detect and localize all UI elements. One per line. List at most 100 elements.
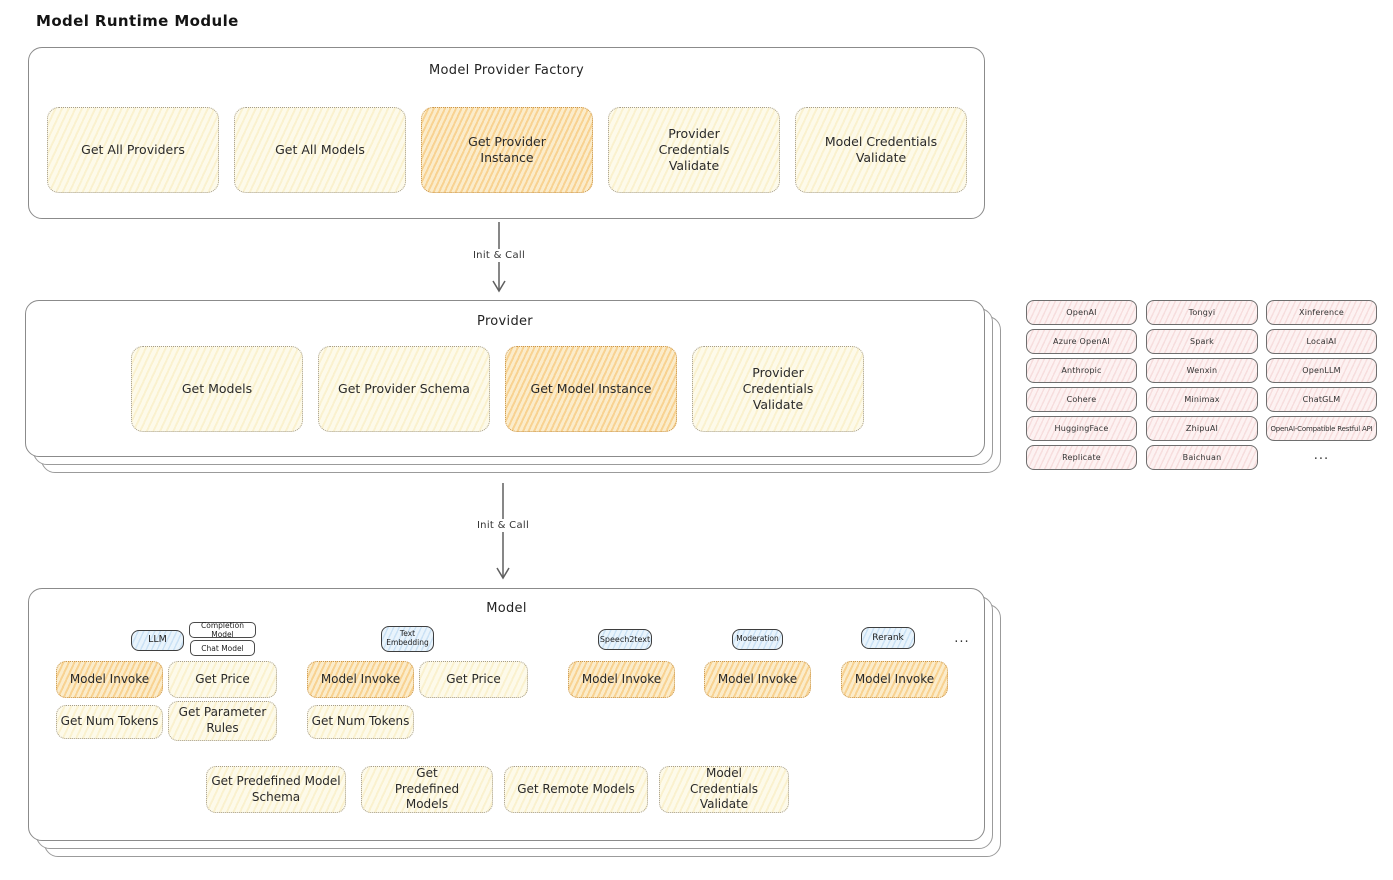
chip-label: Azure OpenAI xyxy=(1053,337,1110,346)
chip-label: Minimax xyxy=(1184,395,1220,404)
arrow-label-init-call-2: Init & Call xyxy=(466,519,540,532)
tag-llm: LLM xyxy=(131,630,184,651)
model-panel: Model LLM Completion Model Chat Model Te… xyxy=(28,588,985,841)
node-provider-credentials-validate: Provider Credentials Validate xyxy=(608,107,780,193)
chip-label: ChatGLM xyxy=(1302,395,1341,404)
node-get-remote-models: Get Remote Models xyxy=(504,766,648,813)
factory-panel-title: Model Provider Factory xyxy=(429,63,584,78)
node-label: Get Price xyxy=(446,671,501,686)
node-label: Provider Credentials Validate xyxy=(742,364,814,413)
tag-label: Text Embedding xyxy=(386,629,429,647)
node-speech2text-model-invoke: Model Invoke xyxy=(568,661,675,698)
provider-chip-cohere: Cohere xyxy=(1026,387,1137,412)
provider-panel-title: Provider xyxy=(477,314,533,329)
node-label: Get Predefined Model Schema xyxy=(211,773,341,804)
tags-more-ellipsis: ... xyxy=(954,631,970,646)
provider-chip-zhipuai: ZhipuAI xyxy=(1146,416,1258,441)
chip-label: OpenLLM xyxy=(1302,366,1341,375)
provider-chip-localai: LocalAI xyxy=(1266,329,1377,354)
provider-chip-anthropic: Anthropic xyxy=(1026,358,1137,383)
node-moderation-model-invoke: Model Invoke xyxy=(704,661,811,698)
node-embedding-model-invoke: Model Invoke xyxy=(307,661,414,698)
tag-label: Rerank xyxy=(872,632,904,643)
node-label: Get Price xyxy=(195,671,250,686)
providers-more-ellipsis: ... xyxy=(1313,448,1330,463)
chip-label: LocalAI xyxy=(1306,337,1337,346)
provider-chip-openllm: OpenLLM xyxy=(1266,358,1377,383)
chip-label: Tongyi xyxy=(1188,308,1216,317)
factory-panel: Model Provider Factory Get All Providers… xyxy=(28,47,985,219)
node-label: Get Provider Schema xyxy=(338,380,470,396)
provider-chip-baichuan: Baichuan xyxy=(1146,445,1258,470)
provider-chip-wenxin: Wenxin xyxy=(1146,358,1258,383)
chip-label: Baichuan xyxy=(1182,453,1222,462)
node-label: Get Remote Models xyxy=(517,781,635,796)
provider-chip-tongyi: Tongyi xyxy=(1146,300,1258,325)
model-panel-title: Model xyxy=(486,601,527,616)
provider-panel: Provider Get Models Get Provider Schema … xyxy=(25,300,985,457)
node-get-all-models: Get All Models xyxy=(234,107,406,193)
node-label: Get Predefined Models xyxy=(394,766,460,812)
node-label: Get Parameter Rules xyxy=(178,705,267,735)
node-get-predefined-models: Get Predefined Models xyxy=(361,766,493,813)
node-embedding-get-price: Get Price xyxy=(419,661,528,698)
chip-label: Xinference xyxy=(1299,308,1344,317)
node-rerank-model-invoke: Model Invoke xyxy=(841,661,948,698)
arrow-provider-to-model xyxy=(496,483,510,580)
chip-label: Replicate xyxy=(1062,453,1101,462)
node-llm-get-parameter-rules: Get Parameter Rules xyxy=(168,701,277,741)
node-label: Get All Providers xyxy=(81,141,185,157)
provider-chip-replicate: Replicate xyxy=(1026,445,1137,470)
node-llm-model-invoke: Model Invoke xyxy=(56,661,163,698)
node-label: Get Num Tokens xyxy=(311,714,410,729)
provider-chip-azure-openai: Azure OpenAI xyxy=(1026,329,1137,354)
node-llm-get-price: Get Price xyxy=(168,661,277,698)
node-label: Model Invoke xyxy=(854,671,935,686)
node-label: Provider Credentials Validate xyxy=(658,125,730,174)
node-get-provider-instance: Get Provider Instance xyxy=(421,107,593,193)
node-label: Get All Models xyxy=(275,141,365,157)
tag-text-embedding: Text Embedding xyxy=(381,626,434,652)
tag-label: Speech2text xyxy=(599,634,651,644)
node-label: Model Invoke xyxy=(581,671,662,686)
chip-label: Wenxin xyxy=(1186,366,1218,375)
node-label: Model Credentials Validate xyxy=(824,133,938,165)
chip-label: Cohere xyxy=(1066,395,1097,404)
node-provider-credentials-validate-2: Provider Credentials Validate xyxy=(692,346,864,432)
arrow-label-init-call-1: Init & Call xyxy=(462,249,536,262)
chip-label: OpenAI xyxy=(1066,308,1097,317)
provider-chip-openai: OpenAI xyxy=(1026,300,1137,325)
chip-label: Anthropic xyxy=(1061,366,1102,375)
node-label: Get Models xyxy=(181,380,253,396)
node-llm-get-num-tokens: Get Num Tokens xyxy=(56,705,163,739)
node-get-models: Get Models xyxy=(131,346,303,432)
provider-chip-xinference: Xinference xyxy=(1266,300,1377,325)
provider-chip-huggingface: HuggingFace xyxy=(1026,416,1137,441)
provider-chip-minimax: Minimax xyxy=(1146,387,1258,412)
node-get-provider-schema: Get Provider Schema xyxy=(318,346,490,432)
node-embedding-get-num-tokens: Get Num Tokens xyxy=(307,705,414,739)
node-model-credentials-validate-2: Model Credentials Validate xyxy=(659,766,789,813)
chip-label: Spark xyxy=(1190,337,1214,346)
page-title: Model Runtime Module xyxy=(36,12,239,30)
tag-label: Completion Model xyxy=(201,621,244,639)
node-label: Model Invoke xyxy=(320,671,401,686)
provider-chip-chatglm: ChatGLM xyxy=(1266,387,1377,412)
node-get-predefined-model-schema: Get Predefined Model Schema xyxy=(206,766,346,813)
tag-rerank: Rerank xyxy=(861,627,915,649)
tag-speech2text: Speech2text xyxy=(598,629,652,650)
node-label: Get Num Tokens xyxy=(60,714,159,729)
node-label: Model Invoke xyxy=(717,671,798,686)
tag-completion-model: Completion Model xyxy=(189,621,256,639)
tag-label: LLM xyxy=(148,634,167,646)
tag-chat-model: Chat Model xyxy=(190,640,255,656)
chip-label: HuggingFace xyxy=(1054,424,1109,433)
tag-moderation: Moderation xyxy=(732,629,783,650)
node-get-model-instance: Get Model Instance xyxy=(505,346,677,432)
provider-chip-openai-compatible: OpenAI-Compatible Restful API xyxy=(1266,416,1377,441)
chip-label: ZhipuAI xyxy=(1185,424,1219,433)
node-label: Get Provider Instance xyxy=(468,133,546,165)
node-label: Get Model Instance xyxy=(530,380,652,396)
tag-label: Moderation xyxy=(736,634,779,644)
